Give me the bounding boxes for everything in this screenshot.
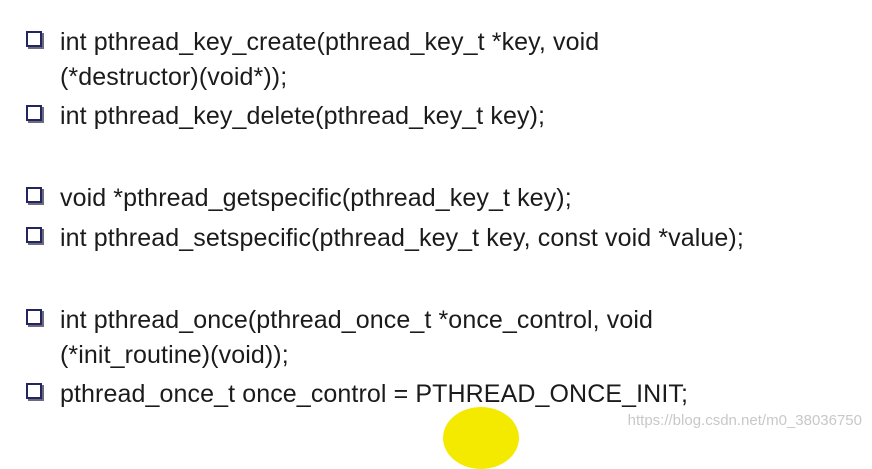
api-text: int pthread_setspecific(pthread_key_t ke… — [60, 224, 744, 252]
slide: int pthread_key_create(pthread_key_t *ke… — [26, 25, 862, 469]
api-line-getspecific: void *pthread_getspecific(pthread_key_t … — [26, 181, 846, 216]
square-bullet-icon — [26, 383, 42, 399]
square-bullet-icon — [26, 187, 42, 203]
api-line-setspecific: int pthread_setspecific(pthread_key_t ke… — [26, 221, 846, 256]
api-line-key-delete: int pthread_key_delete(pthread_key_t key… — [26, 99, 846, 134]
api-line-once-control: pthread_once_t once_control = PTHREAD_ON… — [26, 377, 846, 412]
api-text: int pthread_key_delete(pthread_key_t key… — [60, 102, 546, 130]
watermark: https://blog.csdn.net/m0_38036750 — [627, 412, 862, 429]
square-bullet-icon — [26, 309, 42, 325]
api-line-key-create: int pthread_key_create(pthread_key_t *ke… — [26, 25, 846, 95]
api-text: int pthread_key_create(pthread_key_t *ke… — [60, 28, 600, 91]
api-text: int pthread_once(pthread_once_t *once_co… — [60, 306, 654, 369]
api-text: pthread_once_t once_control = PTHREAD_ON… — [60, 380, 689, 408]
square-bullet-icon — [26, 227, 42, 243]
api-text: void *pthread_getspecific(pthread_key_t … — [60, 184, 572, 212]
square-bullet-icon — [26, 105, 42, 121]
api-line-once: int pthread_once(pthread_once_t *once_co… — [26, 303, 846, 373]
yellow-pointer-highlight — [443, 407, 519, 469]
square-bullet-icon — [26, 31, 42, 47]
